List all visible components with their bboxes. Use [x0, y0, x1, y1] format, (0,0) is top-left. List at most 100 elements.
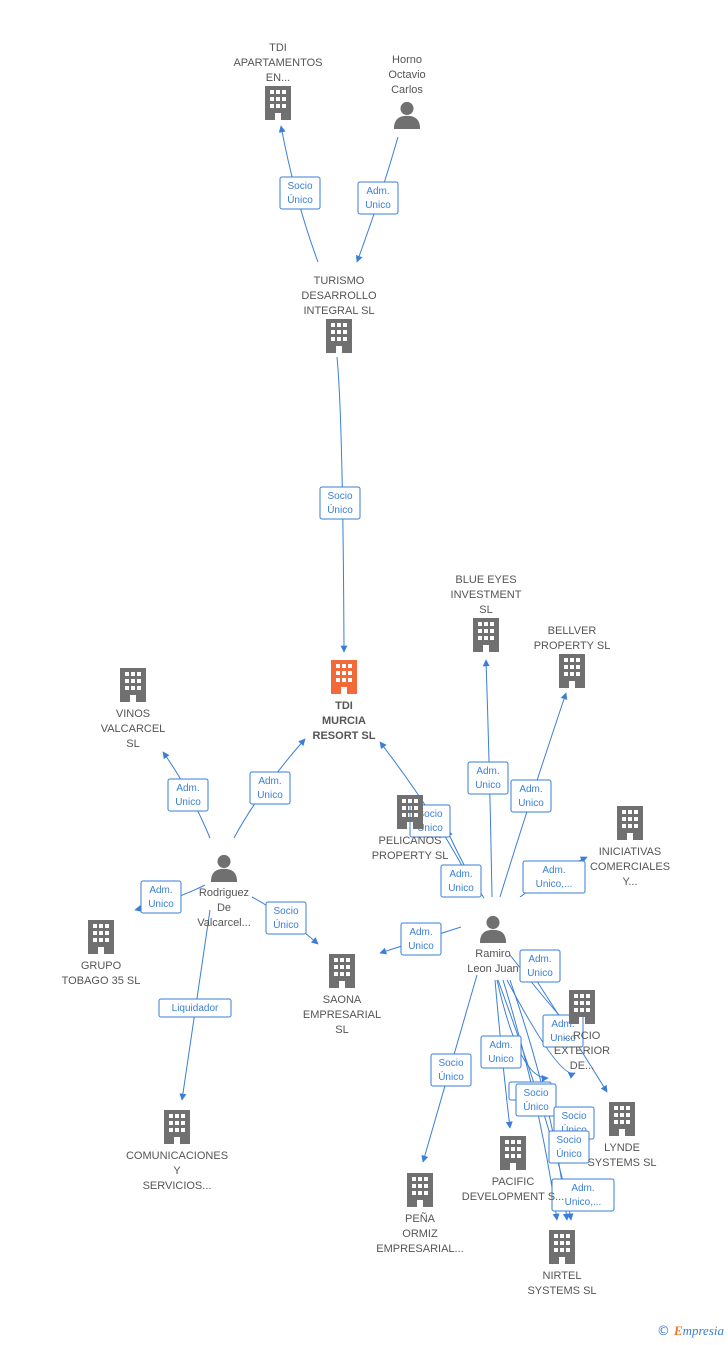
node-label: Valcarcel...	[197, 917, 251, 929]
node-label: Ramiro	[475, 948, 510, 960]
relation-label: Adm.	[571, 1183, 594, 1194]
relation-label: Unico	[475, 780, 501, 791]
person-node[interactable]: RodriguezDeValcarcel...	[197, 854, 251, 929]
node-label: ...RCIO	[564, 1030, 601, 1042]
relation-label: Único	[556, 1147, 582, 1160]
building-icon	[120, 668, 146, 702]
relation-label: Unico	[527, 968, 553, 979]
node-label: BLUE EYES	[455, 574, 516, 586]
node-label: TDI	[269, 42, 287, 54]
relation-label: Socio	[273, 906, 298, 917]
relation-badge[interactable]: Adm.Unico	[467, 761, 509, 795]
relation-label: Socio	[556, 1135, 581, 1146]
relation-badge[interactable]: Adm. Unico	[357, 181, 399, 215]
node-label: PEÑA	[405, 1212, 436, 1225]
relation-box	[519, 949, 561, 983]
relation-label: Unico	[175, 797, 201, 808]
relation-label: Adm.	[542, 865, 565, 876]
relation-badge[interactable]: Adm. Unico	[167, 778, 209, 812]
relation-badge[interactable]: Liquidador	[158, 998, 232, 1018]
relation-label: Socio	[438, 1058, 463, 1069]
relation-badge[interactable]: Adm.Unico	[519, 949, 561, 983]
node-label: NIRTEL	[543, 1270, 582, 1282]
relation-label: Adm.	[366, 186, 389, 197]
building-icon	[326, 319, 352, 353]
relation-label: Unico	[148, 899, 174, 910]
relation-label: Unico	[488, 1054, 514, 1065]
relation-label: Adm.	[551, 1019, 574, 1030]
relation-label: Socio	[327, 491, 352, 502]
company-node[interactable]: COMUNICACIONESYSERVICIOS...	[126, 1110, 228, 1192]
node-label: PELICANOS	[379, 835, 442, 847]
company-node[interactable]: PEÑAORMIZEMPRESARIAL...	[376, 1173, 464, 1255]
relation-label: Unico	[365, 200, 391, 211]
node-label: COMUNICACIONES	[126, 1150, 228, 1162]
building-icon	[164, 1110, 190, 1144]
node-label: De	[217, 902, 231, 914]
company-node[interactable]: BELLVER PROPERTY SL	[534, 625, 611, 688]
company-node[interactable]: ...RCIOEXTERIORDE...	[554, 990, 610, 1072]
relation-badge[interactable]: Adm.Unico	[510, 779, 552, 813]
relation-label: Único	[417, 821, 443, 834]
node-label: INTEGRAL SL	[303, 305, 374, 317]
node-label: EN...	[266, 72, 290, 84]
node-label: VALCARCEL	[101, 723, 166, 735]
relation-edge	[336, 356, 348, 653]
node-label: SL	[126, 738, 139, 750]
copyright-icon: ©	[656, 1324, 670, 1339]
node-label: EMPRESARIAL...	[376, 1243, 463, 1255]
relation-box	[158, 998, 232, 1018]
person-icon	[210, 854, 238, 882]
relation-box	[167, 778, 209, 812]
node-label: SYSTEMS SL	[587, 1157, 656, 1169]
node-label: SAONA	[323, 994, 362, 1006]
relation-box	[140, 880, 182, 914]
relation-label: Unico	[257, 790, 283, 801]
relation-badge[interactable]: Adm.Unico	[249, 771, 291, 805]
relation-label: Liquidador	[172, 1003, 219, 1014]
relation-label: Unico	[448, 883, 474, 894]
building-icon	[473, 618, 499, 652]
relation-badge[interactable]: Adm.Unico	[440, 864, 482, 898]
node-label: Horno	[392, 54, 422, 66]
company-node[interactable]: INICIATIVASCOMERCIALESY...	[590, 806, 670, 888]
node-label: BELLVER	[548, 625, 597, 637]
relation-badge[interactable]: Adm. Unico,...	[551, 1178, 615, 1212]
relation-badge[interactable]: Adm.Unico,...	[522, 860, 586, 894]
node-label: COMERCIALES	[590, 861, 670, 873]
relation-badge[interactable]: Adm.Unico	[400, 922, 442, 956]
node-label: PACIFIC	[492, 1176, 535, 1188]
node-label: APARTAMENTOS	[233, 57, 322, 69]
relation-badge[interactable]: Adm.Unico	[480, 1035, 522, 1069]
company-node[interactable]: TDI APARTAMENTOS EN...	[233, 42, 323, 120]
relation-badge[interactable]: Adm.Unico	[140, 880, 182, 914]
building-icon	[331, 660, 357, 694]
relation-box	[510, 779, 552, 813]
node-label: MURCIA	[322, 715, 366, 727]
relation-box	[467, 761, 509, 795]
relation-label: Adm.	[176, 783, 199, 794]
node-label: EXTERIOR	[554, 1045, 610, 1057]
relation-box	[548, 1130, 590, 1164]
relation-label: Unico,...	[565, 1197, 602, 1208]
node-label: PROPERTY SL	[534, 640, 611, 652]
